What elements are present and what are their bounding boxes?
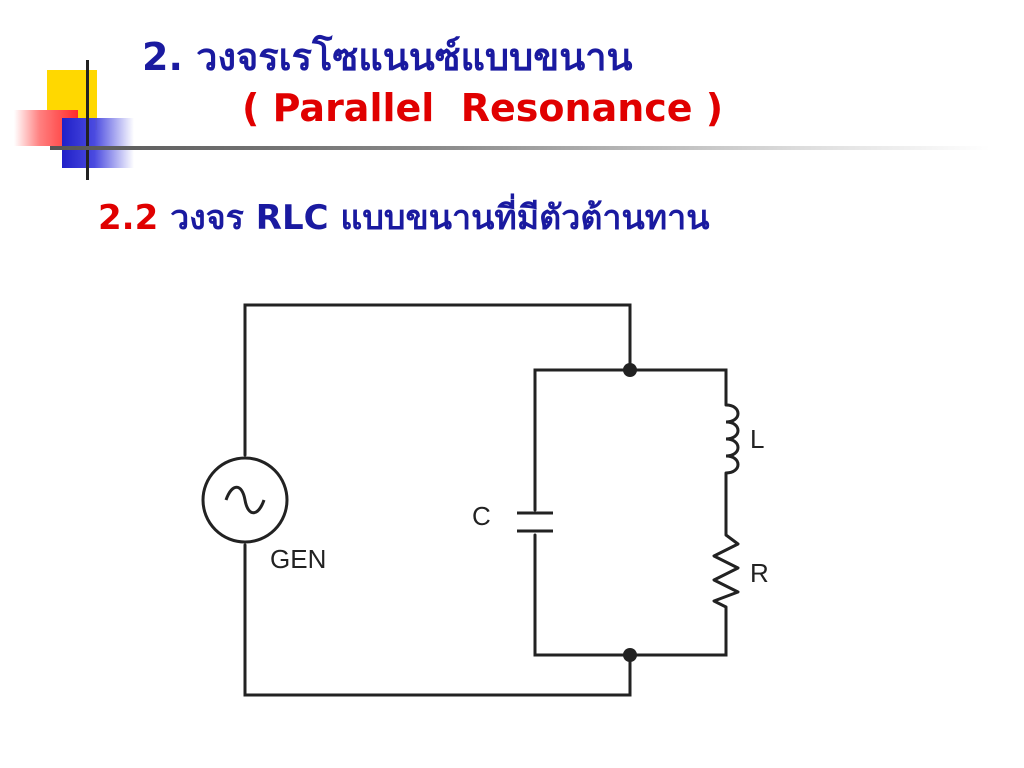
rlc-parallel-circuit-diagram: GEN C L R xyxy=(201,303,769,697)
section-number: 2.2 xyxy=(98,198,159,238)
wire-top xyxy=(243,303,632,457)
capacitor-symbol xyxy=(517,511,553,533)
section-text: วงจร RLC แบบขนานที่มีตัวต้านทาน xyxy=(158,198,710,238)
resistor-symbol xyxy=(712,533,740,609)
decor-vertical-line xyxy=(86,60,89,180)
wire-cap-bottom xyxy=(533,533,632,657)
title-underline xyxy=(50,146,990,150)
decor-blue-bar xyxy=(62,118,134,168)
inductor-symbol xyxy=(725,403,740,475)
slide-title-english: ( Parallel Resonance ) xyxy=(242,86,724,130)
junction-top xyxy=(623,363,637,377)
wire-cap-top xyxy=(533,368,632,512)
generator-symbol xyxy=(201,456,289,544)
section-heading: 2.2 วงจร RLC แบบขนานที่มีตัวต้านทาน xyxy=(98,190,709,244)
inductor-label: L xyxy=(750,424,764,454)
wire-l-top xyxy=(628,368,728,407)
capacitor-label: C xyxy=(472,501,491,531)
wire-r-bottom xyxy=(628,605,728,657)
wire-bottom xyxy=(243,543,632,697)
slide-title: 2. วงจรเรโซแนนซ์แบบขนาน xyxy=(142,35,633,79)
generator-label: GEN xyxy=(270,544,326,574)
junction-bottom xyxy=(623,648,637,662)
resistor-label: R xyxy=(750,558,769,588)
